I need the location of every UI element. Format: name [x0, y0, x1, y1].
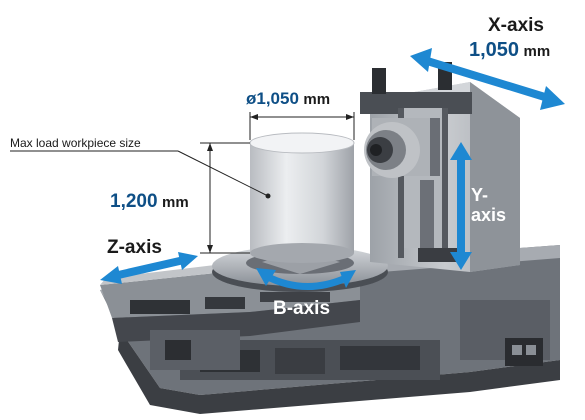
x-axis-label: X-axis	[488, 15, 544, 36]
b-axis-arrowhead-left	[256, 268, 276, 286]
x-axis-range: 1,050 mm	[469, 40, 550, 60]
diameter-label: ø1,050 mm	[246, 90, 330, 108]
b-axis-arrowhead-right	[340, 270, 356, 288]
diameter-value: ø1,050	[246, 89, 299, 108]
x-axis-value: 1,050	[469, 39, 520, 61]
z-axis-label: Z-axis	[107, 237, 162, 258]
height-dimension	[200, 142, 250, 254]
b-axis-arrow	[264, 272, 348, 290]
max-load-leader	[10, 150, 269, 197]
z-axis-arrow	[100, 252, 198, 284]
y-axis-label-line1: Y-	[471, 185, 489, 205]
height-value: 1,200	[110, 191, 158, 212]
workpiece-cylinder	[249, 132, 355, 263]
x-axis-unit: mm	[523, 43, 551, 60]
y-axis-arrow	[450, 142, 472, 270]
diameter-unit: mm	[303, 91, 331, 108]
b-axis-label: B-axis	[273, 298, 331, 319]
max-load-label: Max load workpiece size	[10, 136, 141, 150]
height-unit: mm	[162, 194, 189, 211]
spindle-head	[364, 118, 440, 178]
x-axis-arrow	[410, 48, 565, 110]
height-label: 1,200 mm	[110, 192, 189, 211]
y-axis-label-line2: axis	[471, 205, 507, 225]
diameter-dimension	[249, 112, 355, 140]
